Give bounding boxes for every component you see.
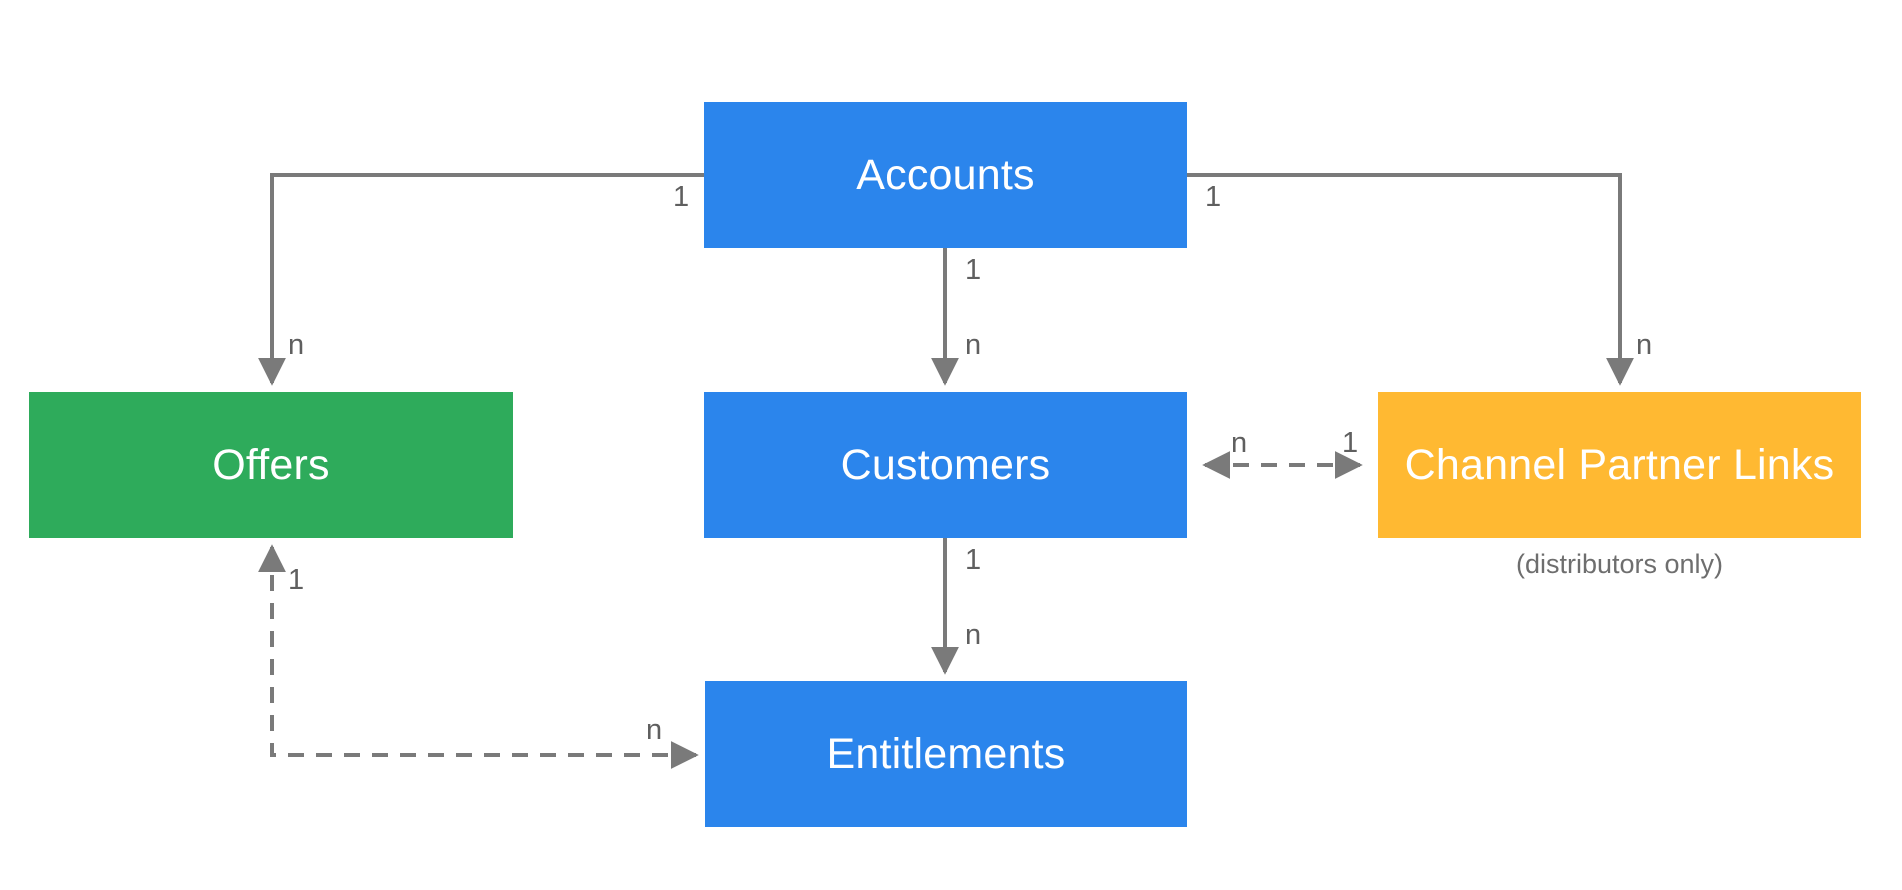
edge-label-customers-entitlements-from: 1 — [965, 544, 982, 576]
edge-label-customers-channel-1: 1 — [1342, 427, 1359, 459]
node-customers-label: Customers — [840, 440, 1051, 489]
node-offers[interactable]: Offers — [29, 392, 513, 538]
node-customers[interactable]: Customers — [704, 392, 1187, 538]
edge-offers-entitlements — [258, 544, 699, 769]
channel-partner-links-caption: (distributors only) — [1515, 549, 1724, 579]
node-accounts-label: Accounts — [856, 150, 1035, 199]
edge-label-accounts-channel-from: 1 — [1205, 181, 1222, 213]
edge-label-offers-entitlements-from: 1 — [288, 564, 305, 596]
node-entitlements[interactable]: Entitlements — [705, 681, 1187, 827]
edge-label-customers-entitlements-to: n — [965, 619, 982, 651]
edge-label-offers-entitlements-to: n — [646, 714, 663, 746]
edge-accounts-channel — [1187, 173, 1634, 386]
node-offers-label: Offers — [212, 440, 330, 489]
edge-label-customers-channel-n: n — [1231, 427, 1248, 459]
node-entitlements-label: Entitlements — [826, 729, 1066, 778]
edge-accounts-offers — [258, 173, 704, 386]
edge-label-accounts-customers-from: 1 — [965, 254, 982, 286]
edge-label-accounts-customers-to: n — [965, 329, 982, 361]
node-channel-partner-links[interactable]: Channel Partner Links — [1378, 392, 1861, 538]
node-channel-partner-links-label: Channel Partner Links — [1404, 440, 1835, 489]
edge-label-accounts-offers-to: n — [288, 329, 305, 361]
edge-label-accounts-channel-to: n — [1636, 329, 1653, 361]
edge-label-accounts-offers-from: 1 — [673, 181, 690, 213]
node-accounts[interactable]: Accounts — [704, 102, 1187, 248]
